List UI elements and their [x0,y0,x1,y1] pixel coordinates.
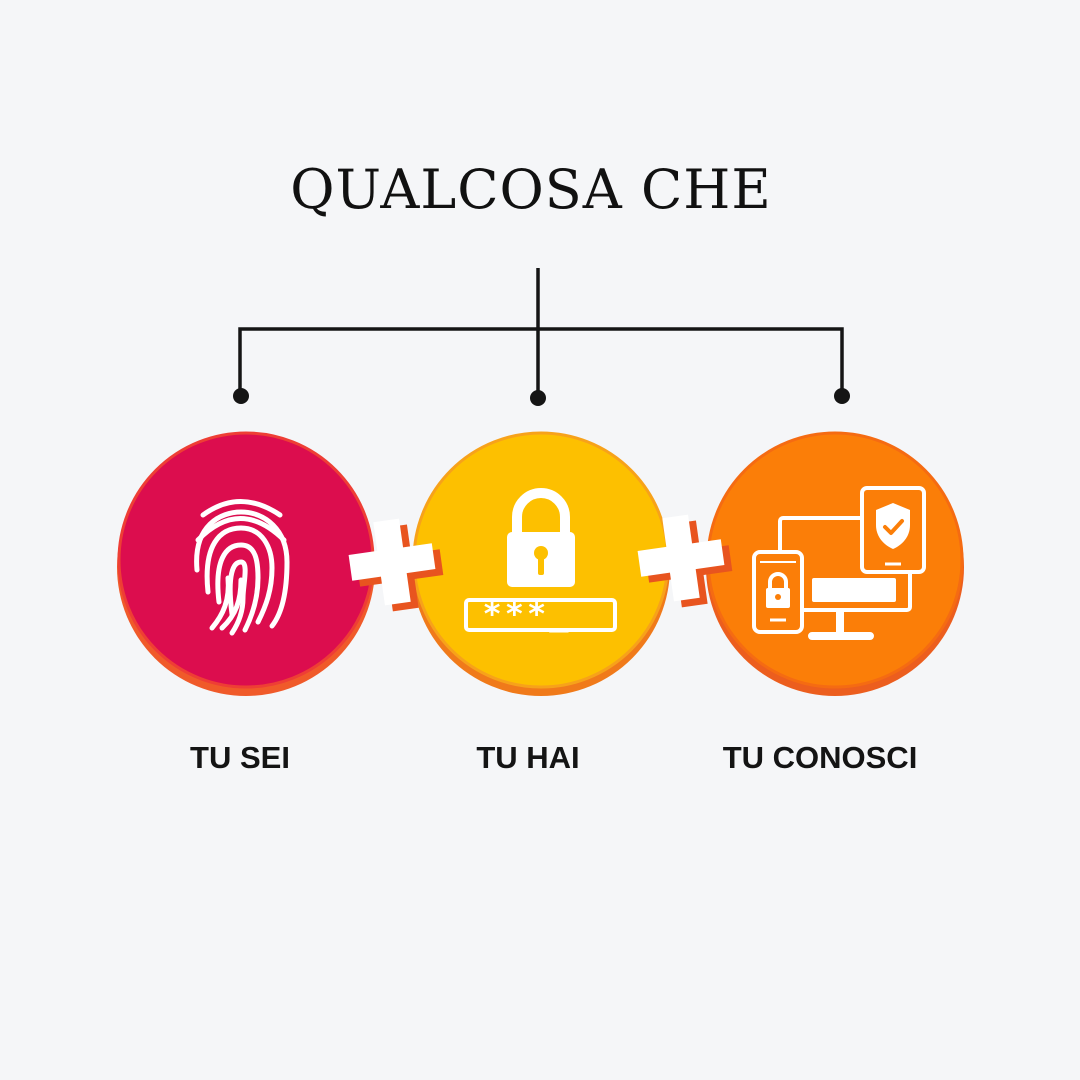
diagram-title: QUALCOSA CHE [290,158,772,221]
factor-label-tu-sei: TU SEI [190,740,290,775]
connector-dot-left [233,388,249,404]
password-field-mask: ***_ [482,595,571,633]
plus-icon [348,518,444,612]
factor-label-tu-hai: TU HAI [476,740,580,775]
padlock-password-icon: ***_ [464,488,617,633]
devices-security-icon: **** [752,486,926,640]
plus-icon [637,514,733,608]
connector-dot-center [530,390,546,406]
fingerprint-icon [194,499,290,636]
pin-field-mask: **** [821,578,887,606]
connector-dot-right [834,388,850,404]
factor-label-tu-conosci: TU CONOSCI [722,740,918,775]
